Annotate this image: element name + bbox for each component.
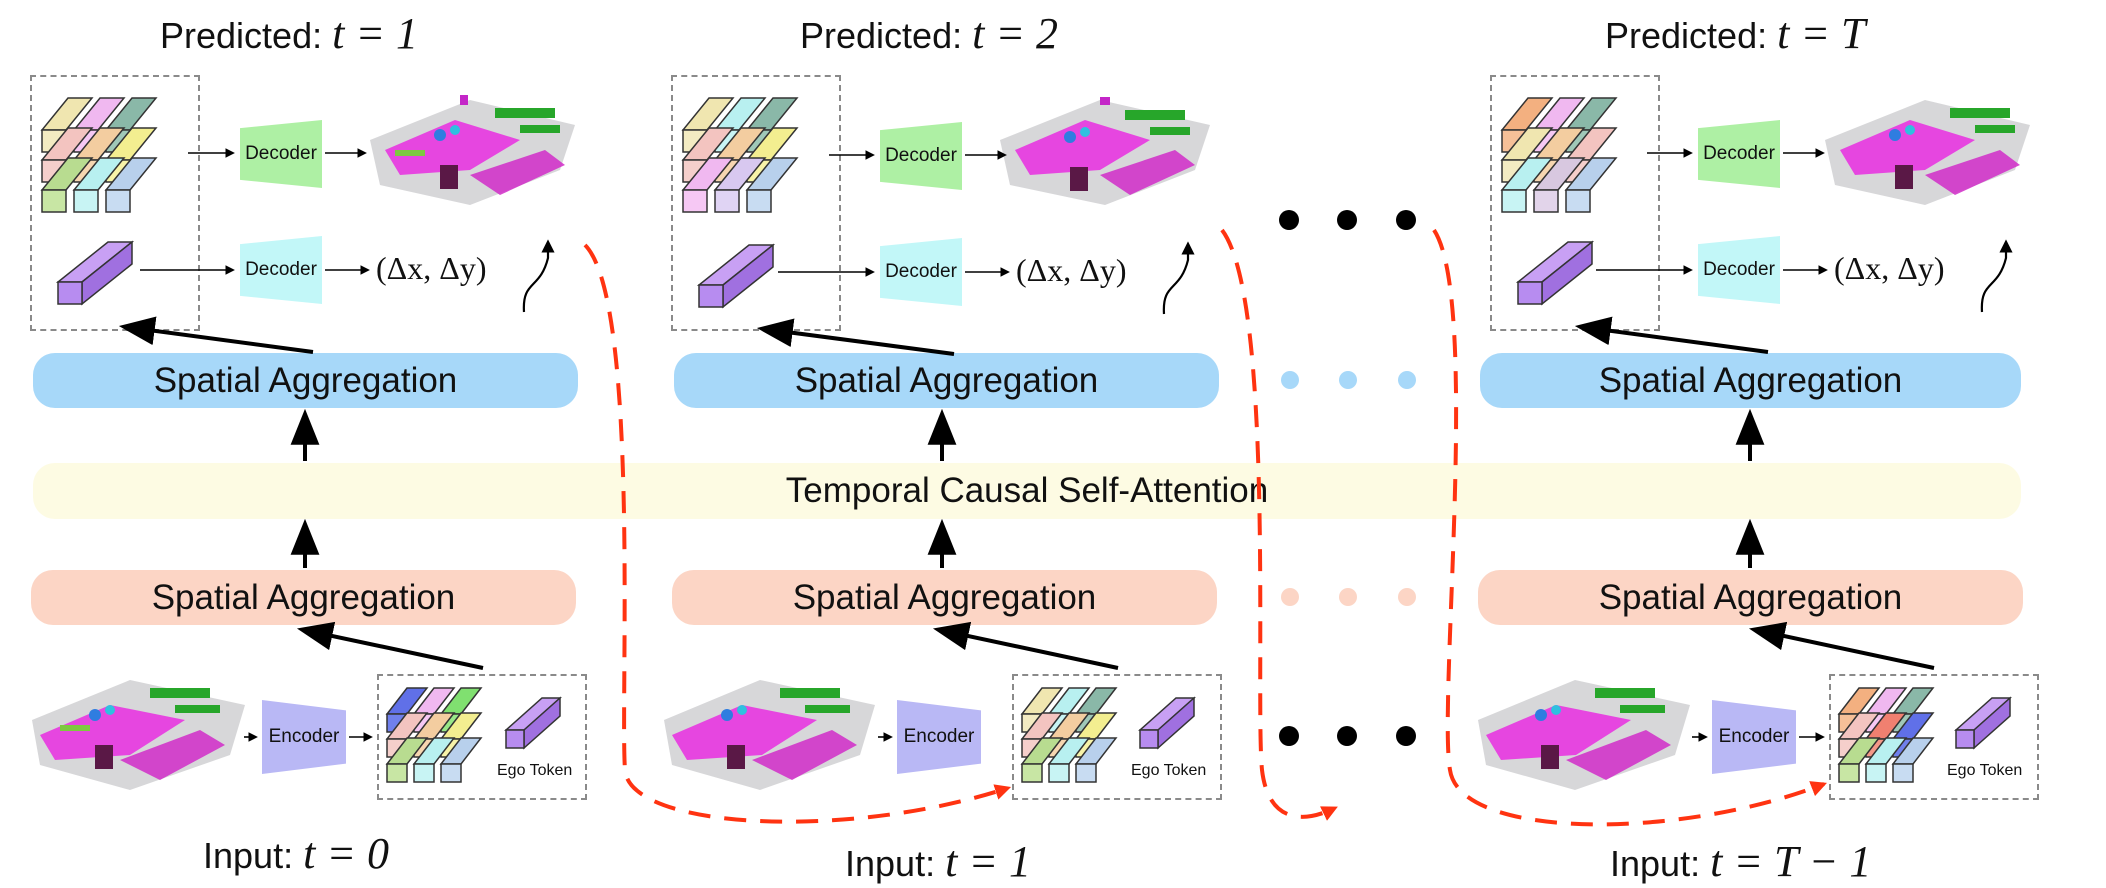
decoder-scene-3: Decoder	[1698, 120, 1780, 188]
input-label: Input:	[845, 843, 936, 884]
input-token-box-3	[1829, 674, 2039, 800]
spatial-aggregation-label: Spatial Aggregation	[1598, 360, 1903, 400]
input-ego-token-3	[1954, 696, 2012, 750]
ego-displacement-3: (Δx, Δy)	[1834, 250, 1945, 286]
predicted-scene-1	[370, 95, 575, 205]
spatial-aggregation-label: Spatial Aggregation	[1598, 577, 1903, 617]
predicted-ego-token-2	[696, 243, 776, 309]
ellipsis-dot	[1281, 371, 1299, 389]
spatial-aggregation-label: Spatial Aggregation	[794, 360, 1099, 400]
decoder-label: Decoder	[885, 145, 957, 166]
input-scene-3	[1478, 680, 1690, 790]
input-title-2: Input: t = 1	[845, 836, 1031, 887]
predicted-label: Predicted:	[800, 15, 963, 56]
ego-token-label-3: Ego Token	[1947, 762, 2023, 779]
thin-arrows	[140, 148, 1828, 742]
spatial-aggregation-label: Spatial Aggregation	[151, 577, 456, 617]
temporal-causal-self-attention: Temporal Causal Self-Attention	[33, 463, 2021, 519]
encoder-2: Encoder	[897, 700, 981, 774]
encoder-label: Encoder	[903, 726, 975, 747]
encoder-label: Encoder	[1718, 726, 1790, 747]
spatial-aggregation-top-1: Spatial Aggregation	[33, 353, 578, 408]
predicted-ego-token-3	[1515, 240, 1595, 306]
predicted-time: t = 2	[972, 9, 1059, 58]
ellipsis-dot	[1396, 210, 1416, 230]
spatial-aggregation-label: Spatial Aggregation	[153, 360, 458, 400]
predicted-scene-2	[1000, 97, 1210, 205]
spatial-aggregation-top-3: Spatial Aggregation	[1480, 353, 2021, 408]
predicted-label: Predicted:	[1605, 15, 1768, 56]
predicted-label: Predicted:	[160, 15, 323, 56]
ellipsis-dot	[1339, 371, 1357, 389]
ellipsis-dot	[1337, 726, 1357, 746]
input-token-grid-1	[385, 687, 483, 783]
decoder-ego-1: Decoder	[240, 236, 322, 304]
decoder-label: Decoder	[1703, 143, 1775, 164]
input-scene-2	[664, 680, 875, 790]
decoder-scene-2: Decoder	[880, 122, 962, 190]
decoder-ego-3: Decoder	[1698, 236, 1780, 304]
spatial-aggregation-bottom-3: Spatial Aggregation	[1478, 570, 2023, 625]
ellipsis-dot	[1339, 588, 1357, 606]
predicted-ego-token-1	[55, 240, 135, 306]
ego-displacement-1: (Δx, Δy)	[376, 250, 487, 286]
input-time: t = 0	[303, 829, 390, 878]
ego-token-label-2: Ego Token	[1131, 762, 1207, 779]
predicted-time: t = T	[1777, 9, 1866, 58]
input-time: t = T − 1	[1710, 837, 1872, 886]
input-title-1: Input: t = 0	[203, 828, 389, 879]
thick-arrows	[118, 316, 1935, 670]
input-token-grid-3	[1837, 687, 1935, 783]
input-title-3: Input: t = T − 1	[1610, 836, 1871, 887]
predicted-time: t = 1	[332, 9, 419, 58]
decoder-label: Decoder	[245, 143, 317, 164]
curved-arrows	[522, 239, 2013, 315]
ellipsis-dot	[1281, 588, 1299, 606]
predicted-token-box-1	[30, 75, 200, 331]
ellipsis-dot	[1279, 726, 1299, 746]
temporal-label: Temporal Causal Self-Attention	[785, 471, 1269, 510]
ellipsis-dot	[1279, 210, 1299, 230]
predicted-title-1: Predicted: t = 1	[160, 8, 418, 59]
autoregressive-arrows	[583, 228, 1827, 827]
decoder-scene-1: Decoder	[240, 120, 322, 188]
input-ego-token-2	[1138, 696, 1196, 750]
input-token-grid-2	[1020, 687, 1118, 783]
predicted-scene-3	[1825, 100, 2030, 205]
predicted-title-3: Predicted: t = T	[1605, 8, 1866, 59]
decoder-ego-2: Decoder	[880, 238, 962, 306]
spatial-aggregation-bottom-2: Spatial Aggregation	[672, 570, 1217, 625]
encoder-label: Encoder	[268, 726, 340, 747]
input-label: Input:	[203, 835, 294, 876]
input-time: t = 1	[945, 837, 1032, 886]
spatial-aggregation-bottom-1: Spatial Aggregation	[31, 570, 576, 625]
predicted-token-grid-2	[681, 97, 799, 213]
input-token-box-2	[1012, 674, 1222, 800]
ellipsis-dot	[1396, 726, 1416, 746]
predicted-title-2: Predicted: t = 2	[800, 8, 1058, 59]
input-token-box-1	[377, 674, 587, 800]
encoder-1: Encoder	[262, 700, 346, 774]
ellipsis-dot	[1398, 588, 1416, 606]
input-label: Input:	[1610, 843, 1701, 884]
decoder-label: Decoder	[885, 261, 957, 282]
ego-token-label-1: Ego Token	[497, 762, 573, 779]
decoder-label: Decoder	[1703, 259, 1775, 280]
ellipsis-dot	[1337, 210, 1357, 230]
predicted-token-grid-3	[1500, 97, 1618, 213]
spatial-aggregation-top-2: Spatial Aggregation	[674, 353, 1219, 408]
predicted-token-grid-1	[40, 97, 158, 213]
input-ego-token-1	[504, 696, 562, 750]
input-scene-1	[32, 680, 245, 790]
decoder-label: Decoder	[245, 259, 317, 280]
encoder-3: Encoder	[1712, 700, 1796, 774]
ellipsis-dot	[1398, 371, 1416, 389]
ego-displacement-2: (Δx, Δy)	[1016, 252, 1127, 288]
spatial-aggregation-label: Spatial Aggregation	[792, 577, 1097, 617]
predicted-token-box-2	[671, 75, 841, 331]
